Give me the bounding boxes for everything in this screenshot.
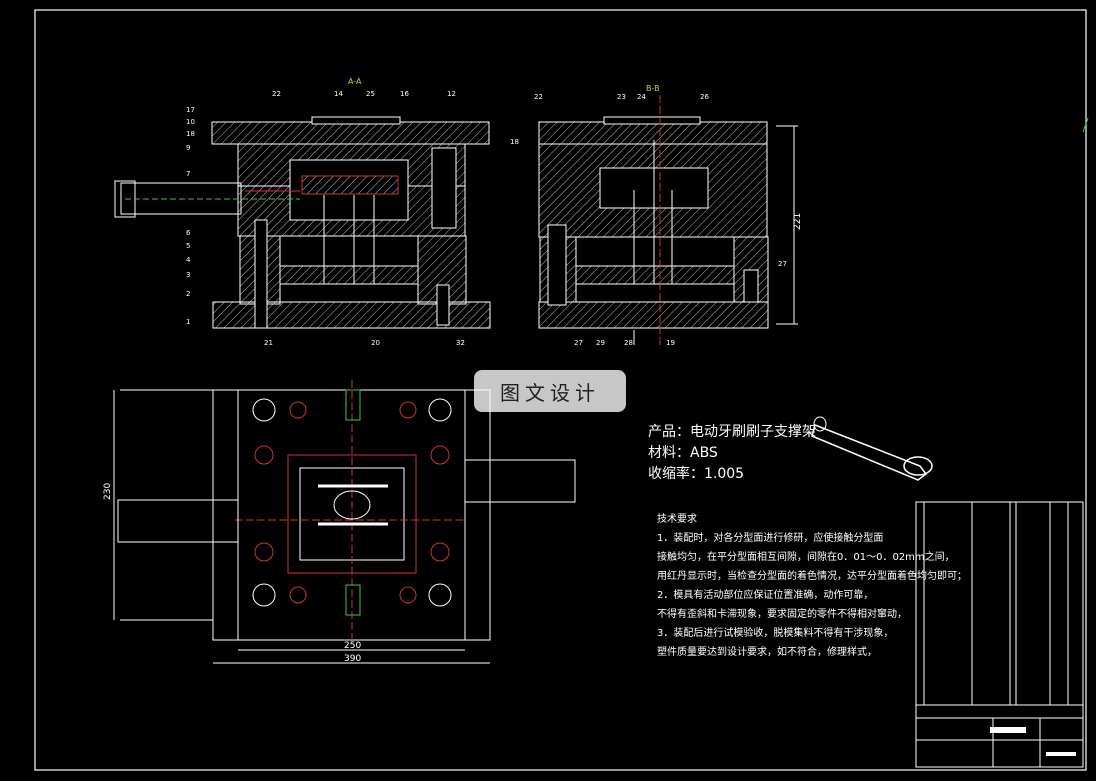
part-number: 3 [186,271,190,279]
part-number: 21 [264,339,273,347]
part-number: 32 [456,339,465,347]
section-label-a: A-A [348,77,362,86]
part-number: 27 [574,339,583,347]
watermark-text: 图文设计 [500,380,600,405]
part-number: 26 [700,93,709,101]
part-number: 20 [371,339,380,347]
part-number: 25 [366,90,375,98]
part-number: 7 [186,170,190,178]
tech-title: 技术要求 [657,514,697,525]
product-material: 材料：ABS [648,445,718,461]
parts-list [915,501,1084,768]
technical-requirements: 技术要求 1．装配时，对各分型面进行修研，应使接触分型面 接触均匀，在平分型面相… [657,510,967,662]
part-number: 27 [778,260,787,268]
part-number: 12 [447,90,456,98]
product-shrinkage: 收缩率：1.005 [648,466,745,482]
part-number: 28 [624,339,633,347]
part-number: 19 [666,339,675,347]
part-number: 17 [186,106,195,114]
tech-line: 塑件质量要达到设计要求，如不符合，修理样式， [657,647,877,658]
dimension-width-390: 390 [344,654,361,664]
part-number: 29 [596,339,605,347]
part-sketch [811,416,933,481]
product-name: 产品：电动牙刷刷子支撑架 [648,424,816,440]
tech-line: 3．装配后进行试模验收，脱模集料不得有干涉现象， [657,628,894,639]
tech-line: 接触均匀，在平分型面相互间隙，间隙在0．01～0．02mm之间， [657,552,955,563]
part-number: 5 [186,242,190,250]
dimension-width-250: 250 [344,641,361,651]
part-number: 6 [186,229,191,237]
part-number: 23 [617,93,626,101]
part-number: 4 [186,256,191,264]
tech-line: 用红丹显示时，当检查分型面的着色情况，达平分型面着色均匀即可； [657,571,967,582]
dimension-height-left: 230 [103,483,113,500]
part-number: 9 [186,144,190,152]
part-number: 22 [534,93,543,101]
part-number: 14 [334,90,343,98]
tech-line: 不得有歪斜和卡滞现象，要求固定的零件不得相对窜动， [657,609,907,620]
part-number: 10 [186,118,195,126]
part-number: 18 [510,138,519,146]
section-view-a [114,116,491,329]
part-number: 2 [186,290,190,298]
part-number: 22 [272,90,281,98]
part-number: 18 [186,130,195,138]
plan-view [113,380,576,664]
section-label-b: B-B [646,84,660,93]
part-number: 16 [400,90,409,98]
drawing-border [34,9,1087,771]
part-number: 1 [186,318,190,326]
tech-line: 1．装配时，对各分型面进行修研，应使接触分型面 [657,533,884,544]
dimension-height-right: 221 [793,213,803,230]
edge-mark [1082,117,1089,133]
section-view-b [538,95,798,345]
part-number: 24 [637,93,646,101]
watermark-badge: 图文设计 [474,370,626,412]
tech-line: 2．模具有活动部位应保证位置准确，动作可靠， [657,590,874,601]
product-info: 产品：电动牙刷刷子支撑架 材料：ABS 收缩率：1.005 [648,422,816,485]
